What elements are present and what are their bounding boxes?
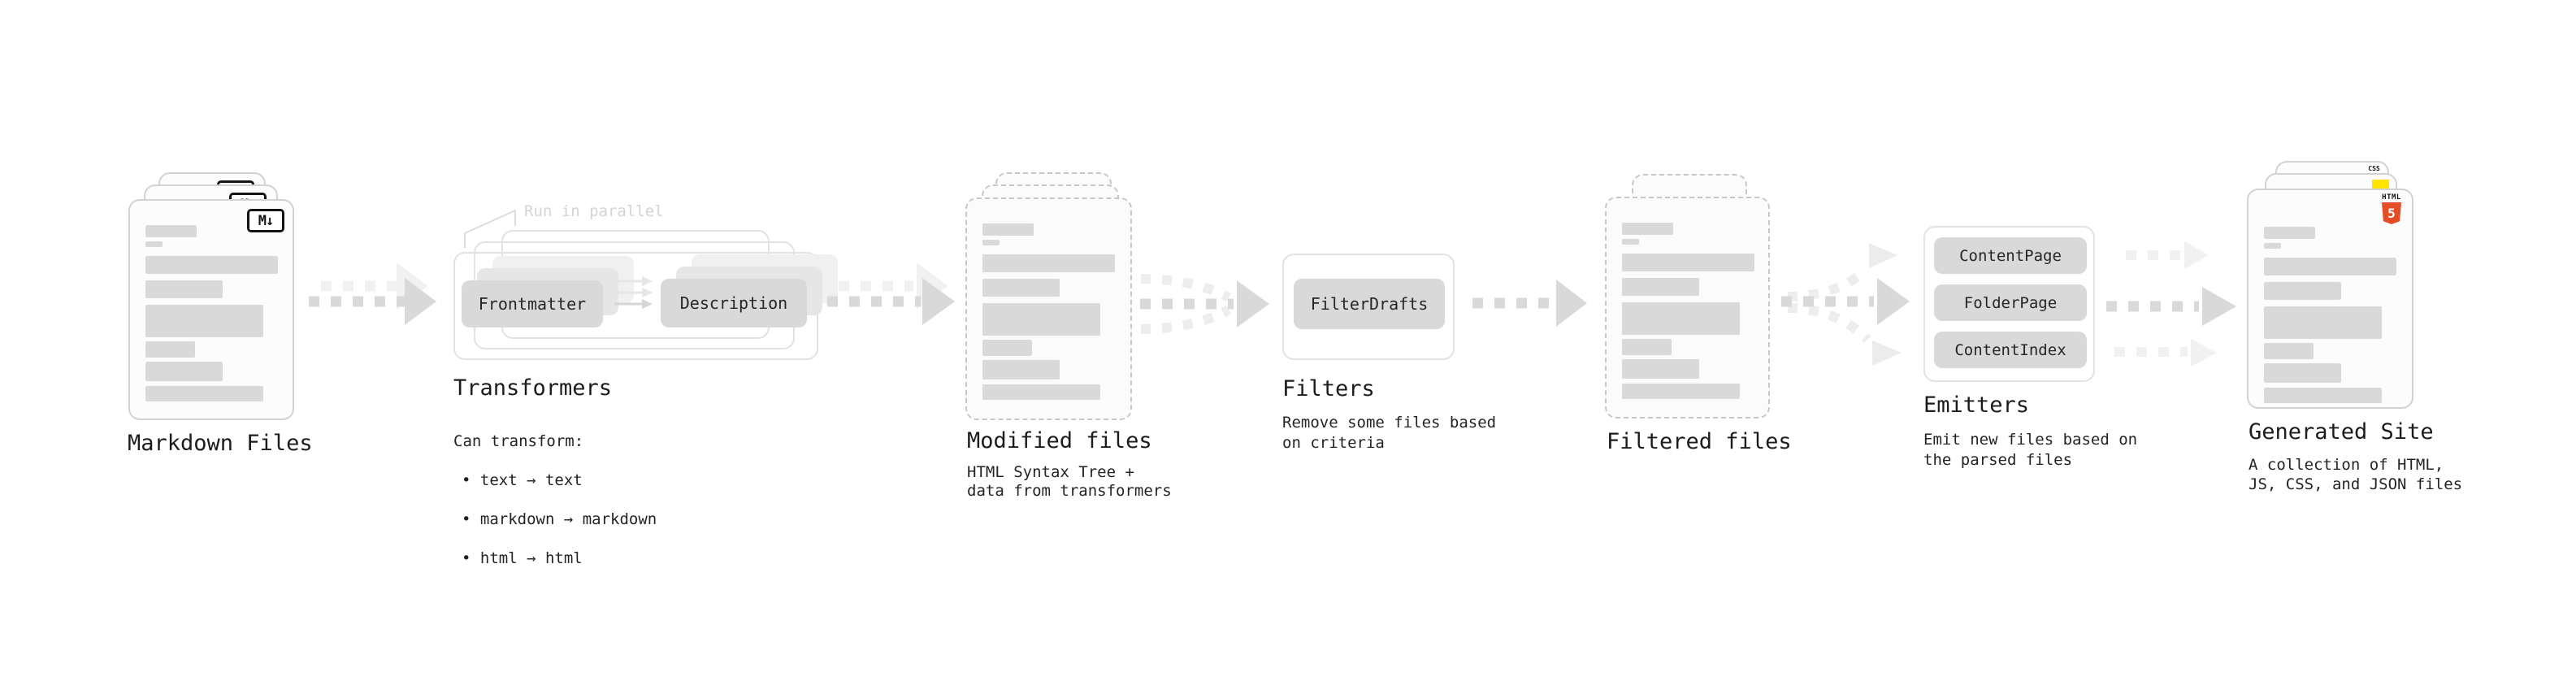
transformer-box-label: Description: [679, 293, 788, 313]
text-line-placeholder: [1622, 384, 1740, 399]
css-icon-label: CSS: [2368, 165, 2380, 172]
transformers-description: Can transform: • text → text • markdown …: [453, 413, 657, 587]
emitter-box-contentpage: ContentPage: [1934, 237, 2087, 274]
document-card-front: M↓: [128, 199, 294, 420]
filters-section: FilterDrafts Filters Remove some files b…: [1282, 254, 1526, 465]
transformers-section: Frontmatter Description Run in parallel …: [453, 202, 838, 567]
text-line-placeholder: [1622, 278, 1699, 296]
text-line-placeholder: [145, 280, 223, 298]
generated-site-description: A collection of HTML, JS, CSS, and JSON …: [2249, 456, 2463, 493]
text-line-placeholder: [145, 341, 195, 358]
text-line-placeholder: [145, 362, 223, 381]
text-line-placeholder: [2264, 227, 2315, 239]
markdown-icon: M↓: [247, 209, 284, 232]
emitter-box-folderpage: FolderPage: [1934, 284, 2087, 321]
document-card-front: [1605, 197, 1770, 419]
text-line-placeholder: [145, 305, 263, 337]
section-title-markdown-files: Markdown Files: [128, 431, 313, 456]
text-line-placeholder: [982, 303, 1100, 336]
text-line-placeholder: [982, 254, 1115, 272]
text-line-placeholder: [2264, 282, 2341, 300]
text-line-placeholder: [982, 279, 1060, 297]
transformer-box-frontmatter: Frontmatter: [462, 280, 603, 327]
text-line-placeholder: [2264, 243, 2281, 249]
filter-box-filterdrafts: FilterDrafts: [1294, 279, 1445, 329]
emitters-section: ContentPage FolderPage ContentIndex Emit…: [1923, 226, 2167, 486]
text-line-placeholder: [1622, 254, 1754, 271]
text-line-placeholder: [2264, 306, 2382, 339]
text-line-placeholder: [2264, 258, 2396, 275]
text-line-placeholder: [982, 340, 1032, 356]
section-title-filters: Filters: [1282, 376, 1375, 401]
bullet-text-to-text: • text → text: [462, 471, 583, 489]
document-card-html: HTML 5: [2247, 189, 2413, 409]
transformer-box-label: Frontmatter: [478, 294, 587, 314]
text-line-placeholder: [982, 223, 1034, 236]
text-line-placeholder: [982, 360, 1060, 380]
bullet-html-to-html: • html → html: [462, 549, 583, 567]
bullet-markdown-to-markdown: • markdown → markdown: [462, 510, 657, 528]
emitter-box-contentindex: ContentIndex: [1934, 332, 2087, 368]
arrow-transformers-to-modified: [827, 262, 955, 325]
text-line-placeholder: [145, 386, 263, 401]
run-in-parallel-note: Run in parallel: [524, 202, 664, 220]
text-line-placeholder: [1622, 239, 1639, 245]
transformer-box-description: Description: [661, 279, 807, 327]
html5-icon: HTML 5: [2381, 193, 2402, 224]
can-transform-heading: Can transform:: [453, 432, 584, 450]
section-title-emitters: Emitters: [1923, 393, 2030, 418]
generated-site-section: CSS HTML 5 Generated Site A collection o…: [2247, 161, 2491, 502]
text-line-placeholder: [145, 225, 197, 237]
text-line-placeholder: [2264, 343, 2314, 359]
text-line-placeholder: [1622, 339, 1672, 355]
js-icon: [2372, 180, 2389, 189]
text-line-placeholder: [2264, 388, 2382, 403]
filter-box-label: FilterDrafts: [1310, 294, 1429, 314]
filtered-files-section: Filtered files: [1605, 174, 1849, 466]
emitters-description: Emit new files based on the parsed files: [1923, 431, 2138, 469]
emitter-box-label: FolderPage: [1963, 293, 2058, 312]
document-card-front: [965, 197, 1132, 420]
text-line-placeholder: [2264, 363, 2341, 383]
text-line-placeholder: [145, 241, 163, 247]
section-title-filtered-files: Filtered files: [1607, 429, 1792, 454]
text-line-placeholder: [145, 256, 278, 274]
section-title-modified-files: Modified files: [967, 428, 1152, 453]
text-line-placeholder: [1622, 223, 1673, 235]
text-line-placeholder: [982, 384, 1100, 400]
emitter-box-label: ContentIndex: [1954, 340, 2066, 359]
html5-icon-word: HTML: [2382, 193, 2401, 202]
emitter-box-label: ContentPage: [1959, 246, 2062, 265]
text-line-placeholder: [982, 240, 1000, 245]
modified-files-section: Modified files HTML Syntax Tree + data f…: [965, 172, 1209, 514]
text-line-placeholder: [1622, 302, 1740, 335]
section-title-transformers: Transformers: [453, 375, 613, 401]
text-line-placeholder: [1622, 359, 1699, 379]
markdown-icon-label: M↓: [258, 212, 275, 229]
filters-description: Remove some files based on criteria: [1282, 414, 1497, 452]
modified-files-description: HTML Syntax Tree + data from transformer…: [967, 463, 1172, 500]
markdown-files-section: M↓ M↓ M↓ Markdown Files: [128, 172, 372, 465]
html5-icon-number: 5: [2387, 206, 2396, 221]
section-title-generated-site: Generated Site: [2249, 419, 2434, 445]
